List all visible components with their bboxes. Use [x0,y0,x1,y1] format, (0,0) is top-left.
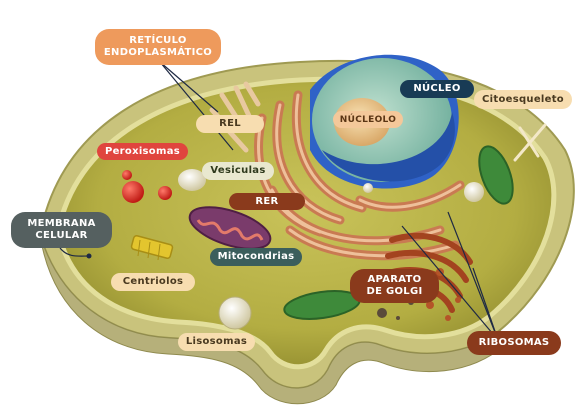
peroxisomes [122,170,172,203]
label-ribosomas: RIBOSOMAS [467,331,561,355]
mitochondrion [188,206,272,250]
label-reticulo-endoplasmatico: RETÍCULO ENDOPLASMÁTICO [95,29,221,65]
label-mitocondrias: Mitocondrias [210,248,302,266]
label-nucleolo: NÚCLEOLO [333,111,403,128]
label-rer: RER [229,193,305,210]
label-vesiculas: Vesiculas [202,162,274,180]
lysosome [218,296,252,330]
label-citoesqueleto: Citoesqueleto [474,90,572,109]
label-lisosomas: Lisosomas [178,333,255,351]
label-nucleo: NÚCLEO [400,80,474,98]
label-rel: REL [196,115,264,133]
label-centriolos: Centriolos [111,273,195,291]
label-peroxisomas: Peroxisomas [97,143,188,160]
vesicles [178,169,484,202]
label-aparato-de-golgi: APARATO DE GOLGI [350,269,439,303]
cytoskeleton [513,123,547,162]
leader-lines [59,61,499,341]
centrioles [130,234,174,261]
mitochondrion-green [478,145,514,205]
label-membrana-celular: MEMBRANA CELULAR [11,212,112,248]
